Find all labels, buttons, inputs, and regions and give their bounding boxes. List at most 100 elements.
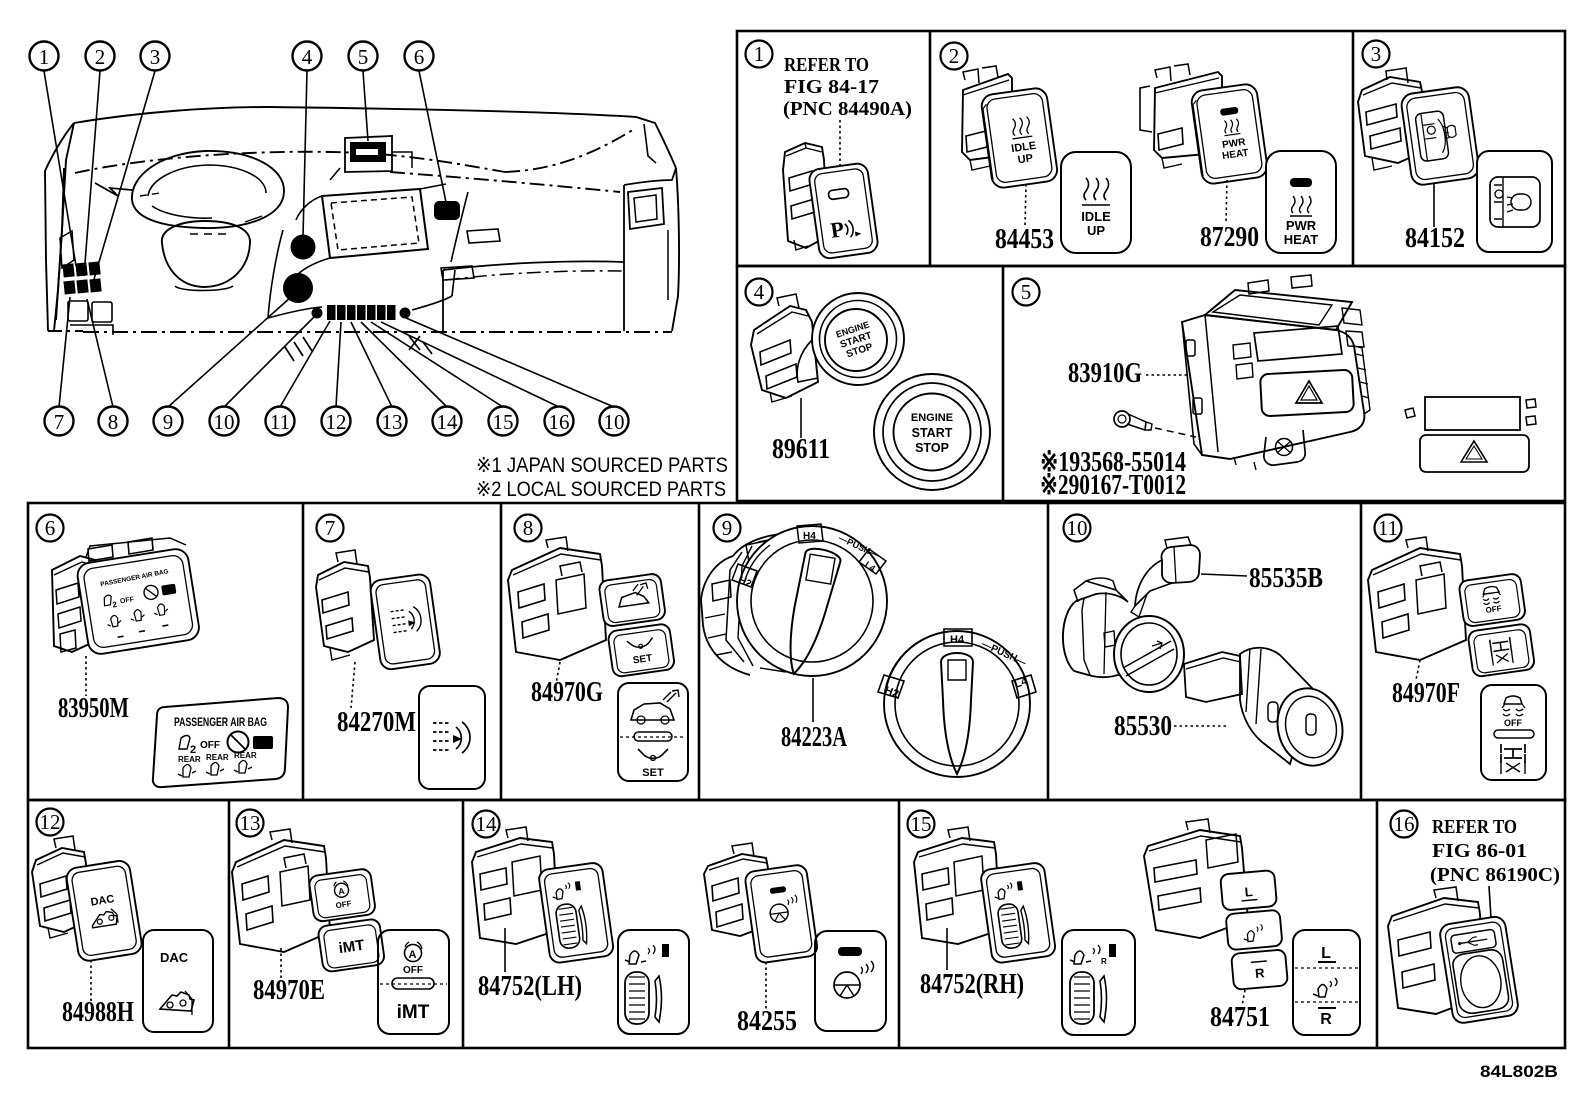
svg-text:※2 LOCAL SOURCED PARTS: ※2 LOCAL SOURCED PARTS	[476, 478, 726, 501]
svg-text:1: 1	[754, 42, 765, 66]
svg-text:10: 10	[214, 410, 235, 434]
svg-text:REFER TO: REFER TO	[784, 54, 869, 76]
svg-text:16: 16	[549, 410, 570, 434]
svg-text:※1 JAPAN SOURCED PARTS: ※1 JAPAN SOURCED PARTS	[476, 454, 728, 477]
svg-text:87290: 87290	[1200, 222, 1259, 253]
svg-text:7: 7	[54, 410, 65, 434]
svg-text:13: 13	[240, 811, 261, 835]
svg-text:(PNC 86190C): (PNC 86190C)	[1430, 864, 1560, 886]
svg-text:84970G: 84970G	[531, 677, 603, 708]
svg-text:OFF: OFF	[1485, 604, 1502, 615]
svg-text:10: 10	[604, 410, 625, 434]
svg-text:※290167-T0012: ※290167-T0012	[1040, 470, 1186, 501]
svg-text:2: 2	[95, 45, 106, 69]
svg-text:84270M: 84270M	[337, 707, 416, 738]
svg-text:15: 15	[911, 812, 932, 836]
svg-text:84152: 84152	[1405, 223, 1465, 254]
svg-text:15: 15	[493, 410, 514, 434]
svg-text:HEAT: HEAT	[1222, 148, 1250, 163]
svg-text:H4: H4	[803, 531, 816, 542]
svg-text:14: 14	[476, 812, 498, 836]
svg-text:4: 4	[754, 280, 765, 304]
svg-text:12: 12	[40, 810, 61, 834]
svg-text:OFF: OFF	[1504, 718, 1522, 728]
svg-text:6: 6	[414, 45, 425, 69]
svg-text:ON: ON	[256, 739, 271, 750]
svg-text:12: 12	[326, 410, 347, 434]
svg-text:A: A	[409, 949, 417, 961]
svg-text:3: 3	[150, 45, 161, 69]
svg-text:REAR: REAR	[178, 755, 201, 764]
svg-text:84223A: 84223A	[781, 722, 848, 753]
svg-text:R: R	[1254, 965, 1265, 981]
svg-text:8: 8	[108, 410, 119, 434]
svg-text:REAR: REAR	[234, 751, 257, 760]
svg-text:L: L	[1244, 884, 1253, 900]
svg-text:6: 6	[45, 516, 56, 540]
svg-text:PASSENGER AIR BAG: PASSENGER AIR BAG	[174, 717, 267, 729]
svg-text:OFF: OFF	[120, 596, 136, 605]
svg-text:5: 5	[358, 45, 369, 69]
svg-text:84988H: 84988H	[62, 997, 134, 1028]
svg-text:STOP: STOP	[915, 441, 949, 455]
svg-text:IDLE: IDLE	[1081, 209, 1111, 224]
svg-text:P: P	[829, 216, 846, 243]
svg-text:UP: UP	[1087, 223, 1105, 238]
svg-text:84453: 84453	[995, 224, 1054, 255]
svg-text:84970F: 84970F	[1392, 678, 1460, 709]
svg-text:84255: 84255	[737, 1006, 797, 1037]
svg-text:84752(RH): 84752(RH)	[920, 969, 1024, 1000]
svg-text:83950M: 83950M	[58, 693, 129, 724]
svg-text:iMT: iMT	[397, 1002, 430, 1023]
svg-text:※193568-55014: ※193568-55014	[1040, 447, 1186, 478]
svg-text:11: 11	[270, 410, 290, 434]
svg-text:89611: 89611	[772, 434, 830, 465]
svg-text:2: 2	[112, 600, 118, 610]
svg-text:13: 13	[382, 410, 403, 434]
svg-text:FIG 86-01: FIG 86-01	[1432, 840, 1527, 862]
svg-text:84L802B: 84L802B	[1480, 1062, 1558, 1081]
svg-text:OFF: OFF	[200, 740, 220, 751]
svg-text:4: 4	[302, 45, 313, 69]
svg-text:2: 2	[949, 44, 960, 68]
svg-text:H2: H2	[883, 685, 900, 701]
svg-text:7: 7	[325, 516, 336, 540]
svg-text:R: R	[1320, 1011, 1332, 1028]
svg-text:85530: 85530	[1114, 711, 1172, 742]
svg-text:H4: H4	[950, 634, 965, 646]
svg-text:8: 8	[523, 516, 534, 540]
svg-text:OFF: OFF	[335, 899, 352, 910]
svg-text:85535B: 85535B	[1249, 563, 1323, 594]
svg-text:14: 14	[437, 410, 459, 434]
svg-text:L4: L4	[863, 559, 877, 573]
svg-text:16: 16	[1394, 812, 1415, 836]
svg-text:FIG 84-17: FIG 84-17	[784, 76, 879, 98]
svg-text:9: 9	[722, 516, 733, 540]
svg-text:83910G: 83910G	[1068, 358, 1142, 389]
svg-text:3: 3	[1371, 42, 1382, 66]
svg-text:84751: 84751	[1210, 1002, 1270, 1033]
svg-text:L4: L4	[1013, 675, 1030, 691]
svg-text:10: 10	[1067, 516, 1088, 540]
svg-text:R: R	[1101, 957, 1107, 966]
svg-text:A: A	[337, 886, 345, 897]
svg-text:SET: SET	[642, 767, 664, 779]
svg-text:SET: SET	[632, 653, 653, 667]
svg-text:ON: ON	[164, 587, 175, 596]
svg-text:PWR: PWR	[1286, 218, 1317, 233]
svg-text:L: L	[1321, 945, 1331, 962]
svg-text:H2: H2	[737, 575, 754, 591]
svg-text:84752(LH): 84752(LH)	[478, 971, 582, 1002]
svg-text:(PNC 84490A): (PNC 84490A)	[783, 98, 912, 120]
svg-text:REFER TO: REFER TO	[1432, 816, 1517, 838]
svg-text:START: START	[912, 426, 953, 440]
svg-text:OFF: OFF	[403, 965, 423, 976]
svg-text:1: 1	[39, 45, 50, 69]
svg-text:84970E: 84970E	[253, 975, 325, 1006]
svg-text:DAC: DAC	[160, 950, 189, 965]
svg-text:IDLE: IDLE	[1011, 140, 1037, 155]
svg-text:HEAT: HEAT	[1284, 232, 1318, 247]
svg-text:2: 2	[190, 744, 196, 756]
svg-text:11: 11	[1378, 516, 1398, 540]
svg-text:5: 5	[1021, 280, 1032, 304]
